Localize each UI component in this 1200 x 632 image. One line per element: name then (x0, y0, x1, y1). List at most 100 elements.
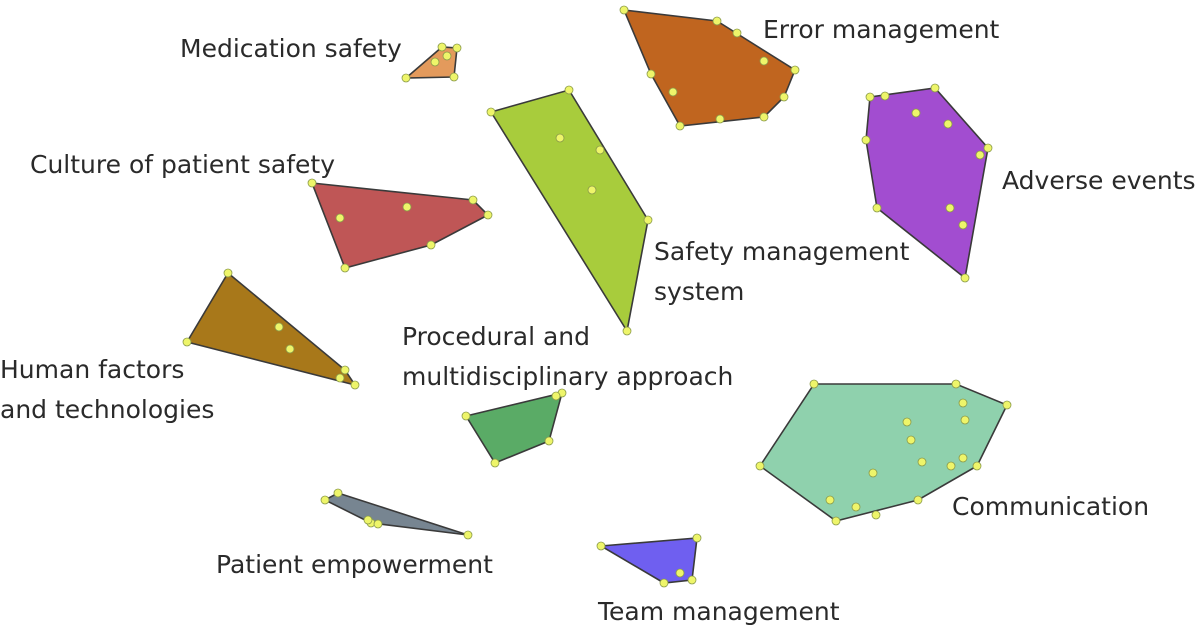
error-management-point (619, 5, 629, 15)
error-management-point (732, 28, 742, 38)
team-management-label: Team management (597, 597, 840, 626)
human-factors-and-technologies-point (182, 337, 192, 347)
communication-point (946, 461, 956, 471)
medication-safety-point (452, 43, 462, 53)
error-management-point (675, 121, 685, 131)
human-factors-and-technologies-point (274, 322, 284, 332)
human-factors-and-technologies-point (335, 373, 345, 383)
human-factors-and-technologies-label: Human factors (0, 355, 184, 384)
communication-point (972, 461, 982, 471)
cluster-communication: Communication (755, 379, 1149, 526)
medication-safety-point (437, 42, 447, 52)
communication-point (906, 435, 916, 445)
procedural-and-multidisciplinary-approach-point (490, 458, 500, 468)
safety-management-system-point (643, 215, 653, 225)
error-management-point (712, 16, 722, 26)
medication-safety-point (401, 73, 411, 83)
error-management-label: Error management (763, 15, 1000, 44)
culture-of-patient-safety-point (468, 195, 478, 205)
procedural-and-multidisciplinary-approach-label: Procedural and (402, 322, 590, 351)
communication-point (825, 495, 835, 505)
culture-of-patient-safety-point (335, 213, 345, 223)
communication-point (809, 379, 819, 389)
communication-point (960, 415, 970, 425)
communication-point (958, 398, 968, 408)
culture-of-patient-safety-point (340, 263, 350, 273)
safety-management-system-point (595, 145, 605, 155)
culture-of-patient-safety-point (307, 178, 317, 188)
patient-empowerment-point (463, 530, 473, 540)
communication-point (902, 417, 912, 427)
adverse-events-point (930, 83, 940, 93)
communication-point (755, 461, 765, 471)
patient-empowerment-point (363, 515, 373, 525)
cluster-medication-safety: Medication safety (180, 34, 462, 83)
human-factors-and-technologies-point (285, 344, 295, 354)
medication-safety-point (430, 57, 440, 67)
adverse-events-point (960, 273, 970, 283)
medication-safety-label: Medication safety (180, 34, 402, 63)
culture-of-patient-safety-hull (310, 182, 490, 269)
medication-safety-point (442, 51, 452, 61)
error-management-point (646, 69, 656, 79)
procedural-and-multidisciplinary-approach-point (544, 436, 554, 446)
adverse-events-point (958, 220, 968, 230)
adverse-events-point (945, 203, 955, 213)
error-management-hull (622, 9, 796, 127)
error-management-point (779, 92, 789, 102)
communication-point (951, 379, 961, 389)
communication-point (831, 516, 841, 526)
communication-hull (758, 383, 1009, 522)
human-factors-and-technologies-label: and technologies (0, 395, 214, 424)
adverse-events-label: Adverse events (1002, 166, 1196, 195)
adverse-events-point (983, 143, 993, 153)
error-management-point (715, 114, 725, 124)
team-management-point (659, 578, 669, 588)
team-management-point (675, 568, 685, 578)
communication-point (868, 468, 878, 478)
adverse-events-point (872, 203, 882, 213)
patient-empowerment-point (333, 488, 343, 498)
communication-point (851, 502, 861, 512)
communication-label: Communication (952, 492, 1149, 521)
adverse-events-point (975, 150, 985, 160)
safety-management-system-point (587, 185, 597, 195)
cluster-procedural-and-multidisciplinary-approach: Procedural and multidisciplinary approach (402, 322, 733, 468)
culture-of-patient-safety-point (426, 240, 436, 250)
cluster-team-management: Team management (596, 533, 840, 626)
human-factors-and-technologies-hull (185, 271, 357, 387)
error-management-point (790, 65, 800, 75)
communication-point (871, 510, 881, 520)
cluster-human-factors-and-technologies: Human factors and technologies (0, 268, 360, 424)
culture-of-patient-safety-label: Culture of patient safety (30, 150, 335, 179)
adverse-events-point (861, 135, 871, 145)
safety-management-system-point (564, 85, 574, 95)
adverse-events-point (865, 92, 875, 102)
patient-empowerment-label: Patient empowerment (216, 550, 493, 579)
communication-point (958, 453, 968, 463)
human-factors-and-technologies-point (340, 365, 350, 375)
adverse-events-point (943, 119, 953, 129)
adverse-events-point (911, 108, 921, 118)
procedural-and-multidisciplinary-approach-point (551, 391, 561, 401)
communication-point (913, 495, 923, 505)
team-management-point (596, 541, 606, 551)
cluster-adverse-events: Adverse events (861, 83, 1196, 283)
safety-management-system-label: Safety management (654, 237, 910, 266)
patient-empowerment-point (373, 519, 383, 529)
procedural-and-multidisciplinary-approach-label: multidisciplinary approach (402, 362, 733, 391)
culture-of-patient-safety-point (483, 210, 493, 220)
safety-management-system-point (486, 107, 496, 117)
safety-management-system-label: system (654, 277, 744, 306)
adverse-events-point (880, 91, 890, 101)
error-management-point (759, 112, 769, 122)
human-factors-and-technologies-point (350, 380, 360, 390)
communication-point (917, 457, 927, 467)
procedural-and-multidisciplinary-approach-point (461, 411, 471, 421)
cluster-culture-of-patient-safety: Culture of patient safety (30, 150, 493, 273)
safety-management-system-point (555, 133, 565, 143)
human-factors-and-technologies-point (223, 268, 233, 278)
patient-empowerment-hull (323, 492, 469, 536)
medication-safety-point (449, 72, 459, 82)
